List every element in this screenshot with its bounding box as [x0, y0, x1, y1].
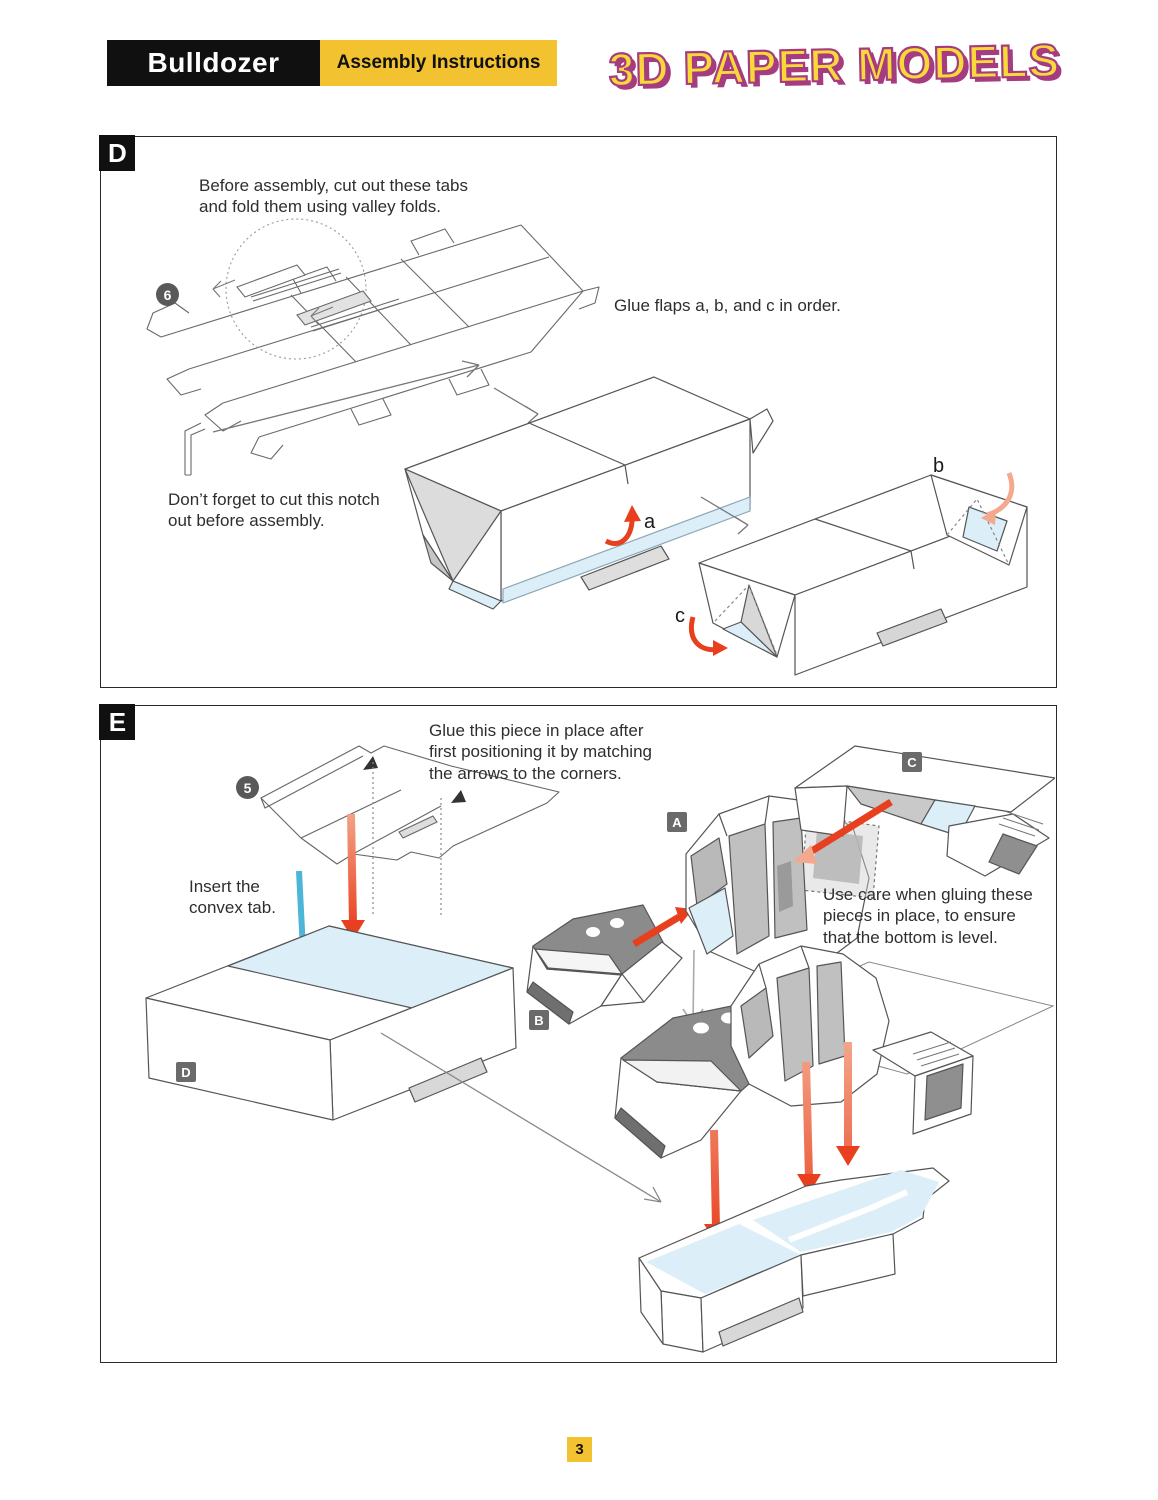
section-label-e: E	[99, 704, 136, 741]
part-badge-6: 6	[156, 283, 179, 306]
note-glue-piece: Glue this piece in place after first pos…	[429, 721, 652, 783]
step-arrow-1	[493, 387, 539, 424]
note-notch: Don’t forget to cut this notch out befor…	[168, 490, 380, 531]
unfolded-net	[146, 224, 600, 476]
box-step-a	[404, 376, 774, 610]
flap-a-arrow	[604, 505, 641, 546]
flap-b-arrow	[981, 472, 1015, 525]
section-e-diagram	[145, 745, 1055, 1353]
assembly-base	[638, 1167, 950, 1353]
piece-c-frame	[794, 745, 1055, 877]
base-d-box	[145, 925, 517, 1121]
box-step-bc	[698, 474, 1028, 676]
note-glue-flaps: Glue flaps a, b, and c in order.	[614, 296, 841, 315]
part-badge-5: 5	[236, 776, 259, 799]
piece-label-c: C	[902, 752, 922, 772]
document-subtitle: Assembly Instructions	[320, 40, 557, 86]
note-insert-tab: Insert the convex tab.	[189, 877, 276, 918]
flap-c-arrow	[689, 616, 728, 656]
glue-arrow-red-1	[341, 813, 365, 940]
piece-5-plate	[260, 745, 560, 865]
note-use-care: Use care when gluing these pieces in pla…	[823, 885, 1033, 947]
section-e-panel: E Glue this piece in place after first p…	[99, 704, 1057, 1363]
section-d-diagram	[146, 218, 1028, 676]
step-arrow-diagonal	[380, 1032, 662, 1203]
tab-detail-callout	[212, 218, 372, 360]
flap-label-b: b	[933, 455, 945, 477]
step-arrow-2	[700, 496, 749, 535]
brand-logo: 3D PAPER MODELS	[607, 33, 1061, 97]
piece-label-d: D	[176, 1062, 196, 1082]
piece-label-a: A	[667, 812, 687, 832]
piece-b-hood	[526, 904, 683, 1025]
section-label-d: D	[99, 135, 136, 172]
section-d-panel: D Before assembly, cut out these tabs an…	[99, 135, 1057, 688]
flap-label-c: c	[675, 605, 685, 627]
assembly-side-frame	[872, 1031, 974, 1135]
model-title: Bulldozer	[107, 40, 320, 86]
page-number: 3	[567, 1437, 592, 1462]
piece-label-b: B	[529, 1010, 549, 1030]
note-cut-tabs: Before assembly, cut out these tabs and …	[199, 176, 468, 217]
arrow-c-to-a	[793, 799, 893, 864]
corner-guides	[363, 756, 466, 918]
fold-direction-arrow	[212, 360, 480, 433]
flap-label-a: a	[644, 511, 656, 533]
